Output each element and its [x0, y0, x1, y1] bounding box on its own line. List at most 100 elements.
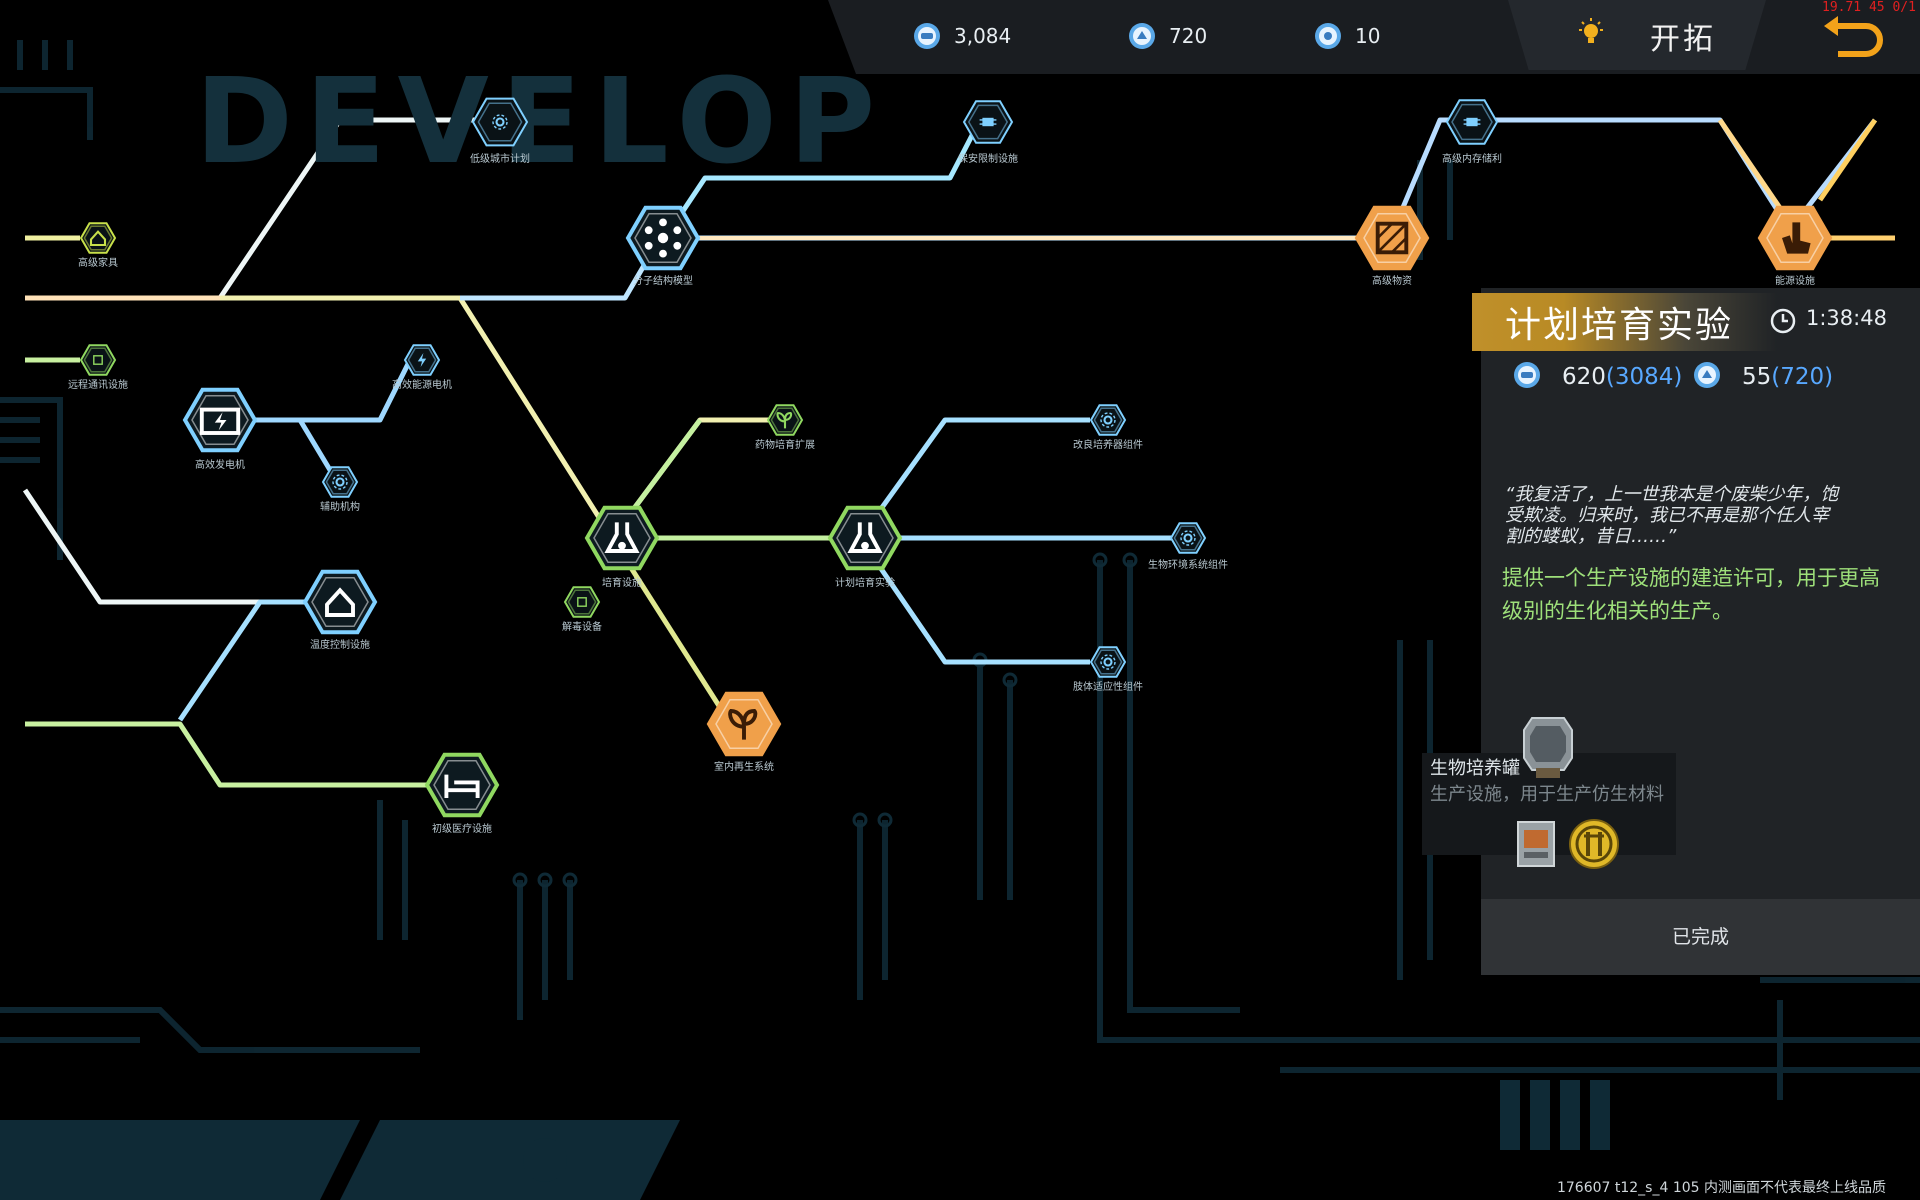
tech-node-label: 肢体适应性组件 [1073, 682, 1143, 693]
unlock-item-desc: 生产设施，用于生产仿生材料 [1430, 784, 1664, 805]
tech-node-hex-icon [563, 586, 601, 618]
resource-value: 720 [1169, 24, 1208, 48]
tech-node-hex-icon [79, 344, 117, 376]
status-completed-button[interactable]: 已完成 [1481, 899, 1920, 975]
bio-tank-icon [1523, 717, 1573, 778]
tech-node-label: 高级内存储利 [1442, 154, 1502, 165]
facility-card-icon [1517, 821, 1555, 867]
cost-need: 55 [1742, 364, 1772, 390]
tech-node-n12[interactable] [764, 399, 806, 441]
tech-node-label: 辅助机构 [320, 502, 360, 513]
tech-node-hex-icon [321, 466, 359, 498]
research-point-icon [1129, 23, 1155, 49]
debug-counter: 19.71 45 0/1 [1822, 0, 1916, 15]
tech-node-n15[interactable] [826, 499, 904, 577]
tech-node-hex-icon [424, 752, 500, 818]
tech-node-label: 远程通讯设施 [68, 380, 128, 391]
tech-node-hex-icon [962, 100, 1014, 144]
tech-node-n9[interactable] [401, 339, 443, 381]
tech-description: 提供一个生产设施的建造许可，用于更高级别的生化相关的生产。 [1502, 566, 1880, 623]
tech-node-hex-icon [766, 404, 804, 436]
research-point-icon [1694, 362, 1720, 388]
tech-node-hex-icon [1354, 205, 1430, 271]
tech-node-hex-icon [584, 505, 660, 571]
tech-node-label: 低级城市计划 [470, 154, 530, 165]
lightbulb-icon [1579, 18, 1603, 43]
panel-title: 计划培育实验 [1505, 305, 1734, 346]
tech-node-label: 高效能源电机 [392, 380, 452, 391]
tech-node-hex-icon [625, 205, 701, 271]
mod-coin-icon [1514, 362, 1540, 388]
tech-node-label: 保安限制设施 [958, 154, 1018, 165]
tech-node-n20[interactable] [705, 685, 783, 763]
build-watermark: 176607 t12_s_4 105 内测画面不代表最终上线品质 [1556, 1180, 1886, 1196]
resource-value: 10 [1355, 24, 1381, 48]
resource-research-point: 720 [1127, 18, 1207, 54]
tech-node-n17[interactable] [561, 581, 603, 623]
resource-value: 3,084 [954, 24, 1012, 48]
flavor-quote: “我复活了，上一世我本是个废柴少年，饱受欺凌。归来时，我已不再是那个任人宰割的蝼… [1505, 484, 1839, 547]
tech-node-n13[interactable] [1087, 399, 1129, 441]
tech-node-n21[interactable] [423, 746, 501, 824]
cost-research-point: 55(720) [1692, 360, 1833, 390]
resource-token: 10 [1313, 18, 1380, 54]
tech-node-label: 高效发电机 [195, 460, 245, 471]
tech-node-hex-icon [706, 691, 782, 757]
tech-node-n18[interactable] [301, 563, 379, 641]
tech-node-hex-icon [403, 344, 441, 376]
tech-node-n16[interactable] [1167, 517, 1209, 559]
tech-node-n4[interactable] [624, 199, 702, 277]
title-banner [1472, 293, 1777, 351]
cost-have: (720) [1771, 364, 1834, 390]
tech-node-label: 高级物资 [1372, 276, 1412, 287]
tech-node-hex-icon [1757, 205, 1833, 271]
research-timer: 1:38:48 [1806, 306, 1887, 330]
mod-coin-icon [914, 23, 940, 49]
tech-node-n8[interactable] [77, 339, 119, 381]
tech-node-n2[interactable] [960, 94, 1016, 150]
tech-node-hex-icon [182, 387, 258, 453]
unlock-item-name: 生物培养罐 [1430, 758, 1520, 779]
tech-node-n19[interactable] [1087, 641, 1129, 683]
tech-node-hex-icon [1445, 99, 1499, 145]
tech-node-label: 生物环境系统组件 [1148, 560, 1228, 571]
tech-node-hex-icon [302, 569, 378, 635]
tech-node-label: 药物培育扩展 [755, 440, 815, 451]
tab-explore[interactable]: 开拓 [1508, 0, 1766, 70]
faction-badge-icon [1569, 819, 1619, 869]
develop-banner: DEVELOP [195, 52, 888, 190]
tab-label: 开拓 [1650, 22, 1716, 57]
tech-node-n11[interactable] [319, 461, 361, 503]
tech-node-hex-icon [1089, 646, 1127, 678]
tech-node-label: 高级家具 [78, 258, 118, 269]
tech-node-label: 能源设施 [1775, 276, 1815, 287]
tech-node-label: 室内再生系统 [714, 762, 774, 773]
token-icon [1315, 23, 1341, 49]
tech-node-n3[interactable] [77, 217, 119, 259]
tech-node-hex-icon [827, 505, 903, 571]
clock-icon [1770, 308, 1796, 334]
detail-panel [1481, 288, 1920, 975]
tech-node-n1[interactable] [469, 91, 531, 153]
cost-mod-coin: 620(3084) [1512, 360, 1682, 390]
tech-node-label: 初级医疗设施 [432, 824, 492, 835]
tech-node-label: 分子结构模型 [633, 276, 693, 287]
tech-node-label: 改良培养器组件 [1073, 440, 1143, 451]
tech-node-label: 解毒设备 [562, 622, 602, 633]
resource-mod-coin: 3,084 [912, 18, 1011, 54]
cost-have: (3084) [1605, 364, 1683, 390]
tech-node-n10[interactable] [181, 381, 259, 459]
tech-node-label: 培育设施 [602, 578, 642, 589]
tech-node-hex-icon [471, 97, 529, 147]
tech-node-label: 计划培育实验 [835, 578, 895, 589]
tech-node-n6[interactable] [1443, 93, 1501, 151]
cost-need: 620 [1562, 364, 1606, 390]
tech-node-hex-icon [1089, 404, 1127, 436]
back-arrow-icon[interactable] [1816, 8, 1892, 68]
tech-node-label: 温度控制设施 [310, 640, 370, 651]
tech-node-hex-icon [1169, 522, 1207, 554]
tech-node-n14[interactable] [583, 499, 661, 577]
tech-node-hex-icon [79, 222, 117, 254]
tech-node-n5[interactable] [1353, 199, 1431, 277]
tech-node-n7[interactable] [1756, 199, 1834, 277]
